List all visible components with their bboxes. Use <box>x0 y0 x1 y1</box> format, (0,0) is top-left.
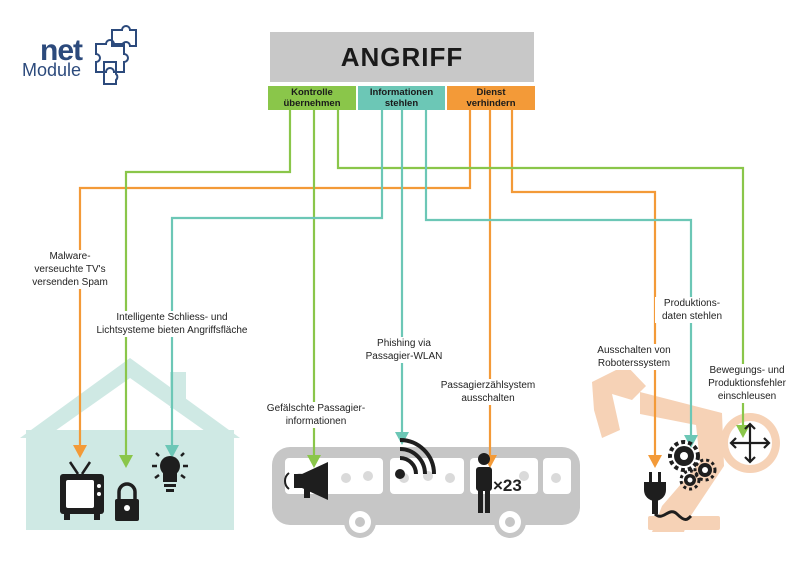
label-malware: Malware-verseuchte TV's versenden Spam <box>32 250 108 289</box>
puzzle-logo-icon <box>95 25 137 85</box>
gears-icon <box>668 440 717 491</box>
megaphone-icon <box>284 462 328 500</box>
passenger-count: ×23 <box>493 476 522 495</box>
label-motion: Bewegungs- und Produktionsfehler einschl… <box>700 364 794 403</box>
category-informationen-label: Informationen stehlen <box>369 87 434 109</box>
connector-lines <box>78 110 745 455</box>
category-kontrolle-label: Kontrolle übernehmen <box>283 87 341 109</box>
label-robot: Ausschalten von Roboterssystem <box>586 344 682 370</box>
logo-net: net <box>40 34 83 67</box>
label-prod-data: Produktions-daten stehlen <box>655 297 729 323</box>
label-phishing: Phishing via Passagier-WLAN <box>352 337 456 363</box>
lock-icon <box>115 482 139 521</box>
header-title-text: ANGRIFF <box>340 41 464 72</box>
category-dienst-label: Dienst verhindern <box>466 87 516 109</box>
tv-icon <box>60 461 104 520</box>
logo-module: Module <box>22 60 82 80</box>
house-illustration <box>20 358 240 530</box>
label-counter: Passagierzählsystem ausschalten <box>432 379 544 405</box>
header-title: ANGRIFF <box>270 32 534 82</box>
plug-icon <box>644 472 693 521</box>
category-dienst: Dienst verhindern <box>447 86 535 110</box>
passenger-icon <box>476 453 492 513</box>
wifi-icon <box>395 438 436 479</box>
category-kontrolle: Kontrolle übernehmen <box>268 86 356 110</box>
move-arrows-icon <box>729 422 771 464</box>
lightbulb-icon <box>152 452 188 492</box>
label-intelligent: Intelligente Schliess- und Lichtsysteme … <box>88 311 256 337</box>
label-fake-info: Gefälschte Passagier-informationen <box>260 402 372 428</box>
category-informationen: Informationen stehlen <box>358 86 445 110</box>
arrowheads <box>73 425 750 468</box>
